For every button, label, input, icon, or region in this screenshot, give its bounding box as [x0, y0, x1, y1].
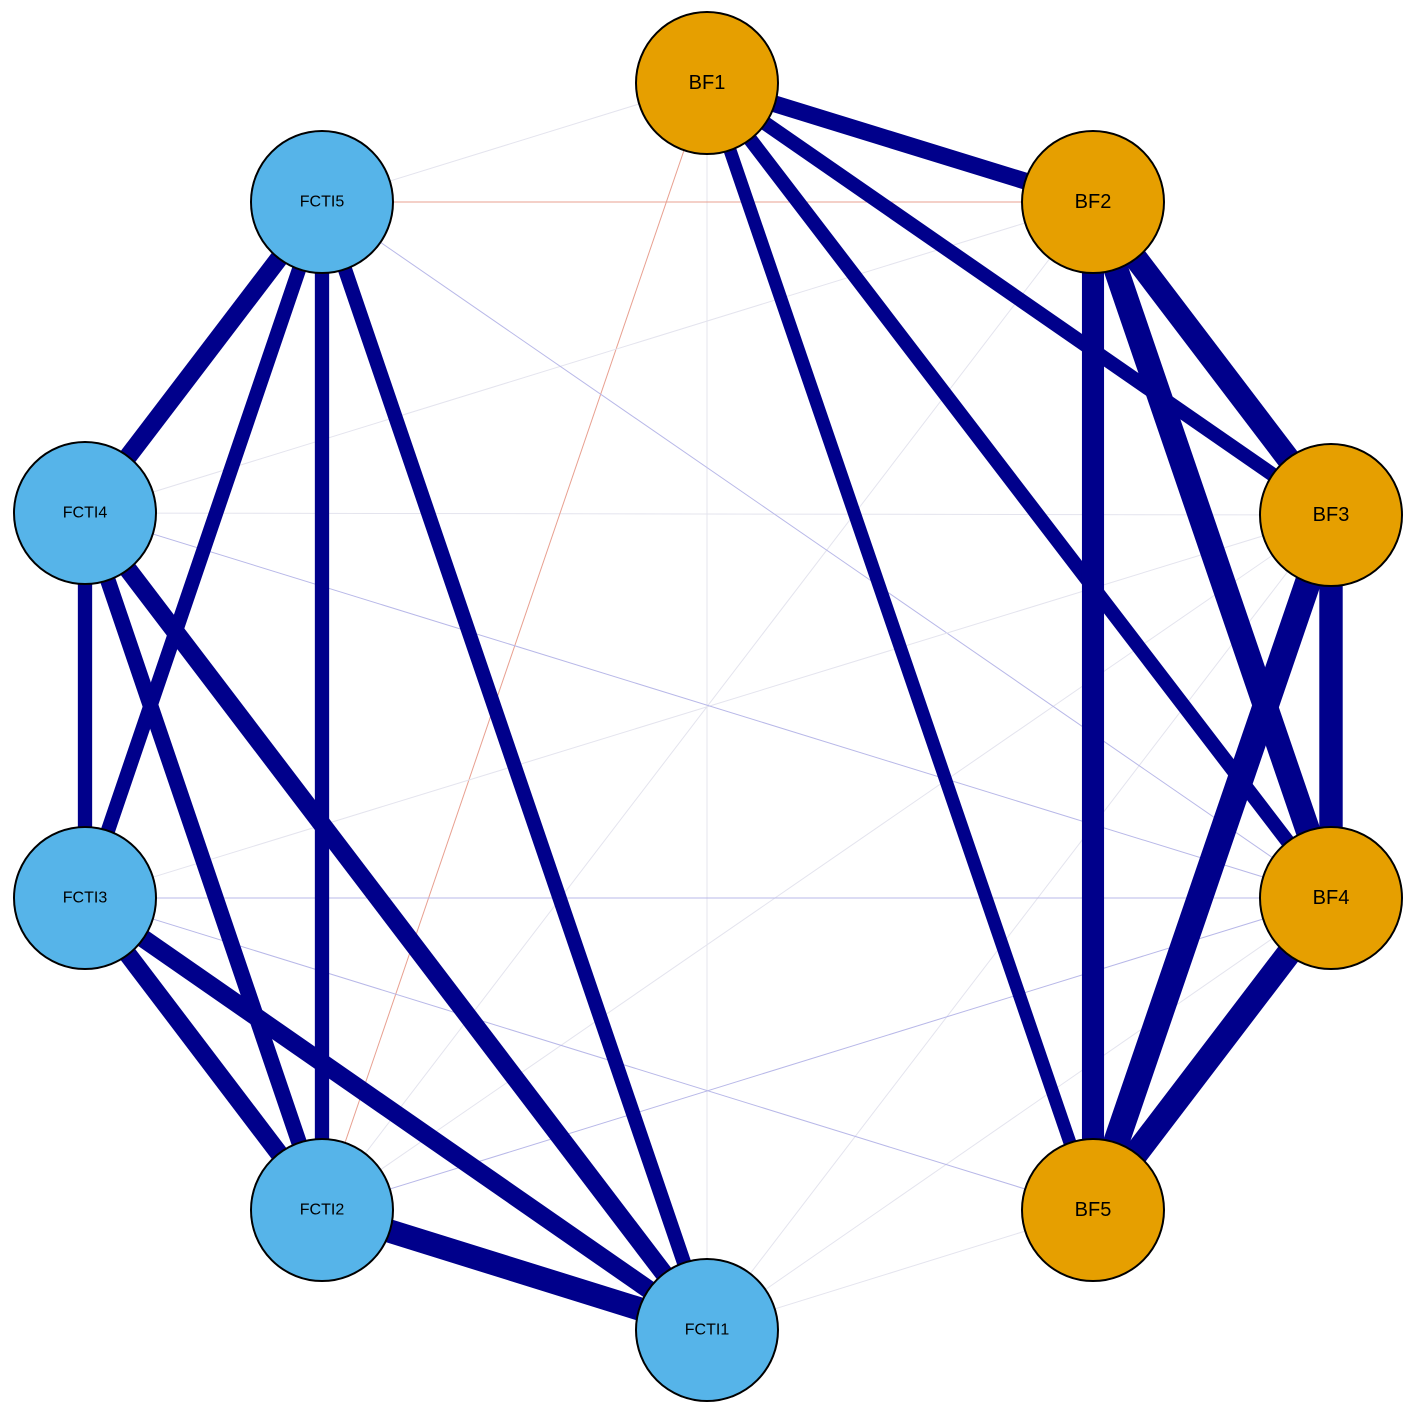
- edge-fcti1-bf3: [706, 514, 1332, 1331]
- edge-layer: [77, 74, 1344, 1342]
- node-bf5: BF5: [1021, 1138, 1165, 1282]
- node-circle: [635, 1258, 779, 1402]
- edge-bf1-bf5: [700, 80, 1100, 1213]
- node-bf2: BF2: [1021, 130, 1165, 274]
- edge-fcti5-fcti3: [78, 199, 329, 901]
- node-circle: [1021, 1138, 1165, 1282]
- node-bf3: BF3: [1259, 443, 1403, 587]
- node-label: FCTI2: [300, 1202, 345, 1219]
- edge-fcti3-bf3: [84, 514, 1332, 899]
- edge-fcti3-fcti1: [79, 890, 713, 1338]
- node-circle: [1021, 130, 1165, 274]
- node-circle: [1259, 443, 1403, 587]
- node-label: FCTI4: [63, 505, 108, 522]
- node-circle: [250, 130, 394, 274]
- edge-fcti2-bf1: [321, 82, 708, 1211]
- node-label: BF5: [1075, 1199, 1112, 1221]
- edge-fcti4-fcti1: [77, 507, 715, 1336]
- edge-bf1-bf4: [701, 78, 1337, 903]
- node-fcti4: FCTI4: [13, 441, 157, 585]
- node-fcti3: FCTI3: [13, 826, 157, 970]
- edge-bf3-bf5: [1080, 510, 1344, 1215]
- node-circle: [13, 441, 157, 585]
- node-circle: [635, 11, 779, 155]
- node-label: BF3: [1313, 504, 1350, 526]
- node-fcti5: FCTI5: [250, 130, 394, 274]
- node-circle: [13, 826, 157, 970]
- edge-fcti1-bf4: [706, 897, 1332, 1331]
- node-bf1: BF1: [635, 11, 779, 155]
- edge-fcti4-fcti2: [77, 510, 330, 1213]
- node-fcti1: FCTI1: [635, 1258, 779, 1402]
- node-circle: [1259, 826, 1403, 970]
- edge-fcti4-bf3: [84, 512, 1332, 516]
- edge-bf1-bf3: [702, 77, 1336, 521]
- edge-bf2-bf4: [1081, 198, 1343, 902]
- edge-fcti4-bf4: [84, 512, 1332, 899]
- node-fcti2: FCTI2: [250, 1138, 394, 1282]
- node-label: BF1: [689, 72, 726, 94]
- node-circle: [250, 1138, 394, 1282]
- node-label: FCTI3: [63, 890, 108, 907]
- edge-fcti3-bf5: [84, 897, 1094, 1211]
- node-label: FCTI1: [685, 1322, 730, 1339]
- node-label: BF2: [1075, 191, 1112, 213]
- edge-fcti4-bf2: [84, 201, 1094, 514]
- edge-fcti5-bf4: [321, 201, 1332, 899]
- node-bf4: BF4: [1259, 826, 1403, 970]
- edge-fcti2-bf4: [321, 897, 1332, 1211]
- edge-fcti2-bf3: [321, 514, 1332, 1211]
- node-label: FCTI5: [300, 194, 345, 211]
- node-label: BF4: [1313, 887, 1350, 909]
- edge-fcti5-fcti1: [315, 199, 714, 1333]
